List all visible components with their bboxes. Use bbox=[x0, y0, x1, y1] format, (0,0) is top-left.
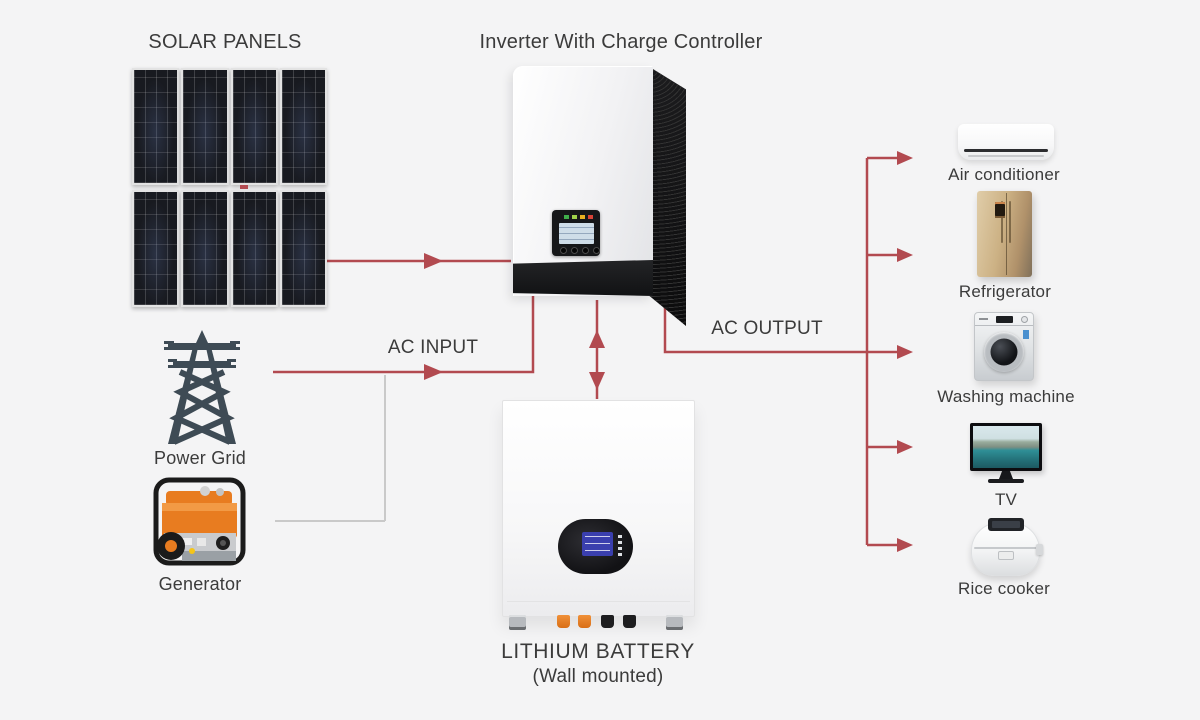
washer-display bbox=[996, 316, 1013, 323]
inverter-unit bbox=[505, 60, 691, 330]
washer-door bbox=[984, 332, 1024, 372]
fridge-handle bbox=[1001, 201, 1004, 243]
solar-panel-row bbox=[132, 68, 327, 185]
solar-panel bbox=[181, 190, 229, 307]
battery-subtitle-label: (Wall mounted) bbox=[532, 666, 664, 687]
ac-input-line bbox=[273, 292, 535, 374]
tv-stand-neck bbox=[999, 471, 1013, 479]
tv-picture bbox=[973, 426, 1039, 468]
inverter-label: Inverter With Charge Controller bbox=[479, 31, 763, 53]
battery-mount-bracket bbox=[509, 615, 526, 630]
ac-vent-flap bbox=[968, 155, 1044, 157]
ac-input-label: AC INPUT bbox=[387, 337, 479, 358]
washing-machine-label: Washing machine bbox=[937, 387, 1075, 406]
inverter-lcd-screen bbox=[559, 223, 594, 244]
cooker-handle bbox=[1036, 544, 1043, 555]
tv-stand-base bbox=[988, 479, 1024, 483]
ac-vent-slit bbox=[964, 149, 1048, 152]
air-conditioner-label: Air conditioner bbox=[948, 165, 1060, 184]
ac-output-label: AC OUTPUT bbox=[711, 318, 823, 339]
cooker-lid-display bbox=[987, 518, 1024, 531]
solar-panel bbox=[279, 68, 327, 185]
washer-energy-sticker bbox=[1023, 330, 1029, 339]
battery-mount-bracket bbox=[666, 615, 683, 630]
battery-status-leds bbox=[618, 535, 622, 556]
power-grid-icon bbox=[164, 330, 240, 445]
solar-panel bbox=[230, 190, 278, 307]
inverter-front-panel bbox=[513, 66, 653, 296]
rice-cooker-icon bbox=[971, 518, 1043, 576]
cooker-seam bbox=[973, 547, 1038, 549]
washer-logo bbox=[979, 318, 988, 320]
inverter-bottom-band bbox=[513, 260, 653, 296]
washer-knob bbox=[1021, 316, 1028, 323]
battery-terminal-negative bbox=[601, 615, 614, 628]
battery-enclosure bbox=[502, 400, 695, 617]
inverter-side-vent bbox=[648, 66, 686, 326]
panel-gap-mark bbox=[240, 185, 248, 189]
battery-lcd-screen bbox=[582, 532, 613, 556]
solar-panel bbox=[279, 190, 327, 307]
battery-terminal-positive bbox=[557, 615, 570, 628]
solar-panel bbox=[230, 68, 278, 185]
battery-terminal-negative bbox=[623, 615, 636, 628]
air-conditioner-icon bbox=[958, 124, 1054, 160]
battery-control-panel bbox=[558, 519, 633, 574]
fridge-handle bbox=[1008, 201, 1011, 243]
solar-panel bbox=[132, 68, 180, 185]
power-grid-label: Power Grid bbox=[153, 448, 247, 468]
cooker-latch bbox=[997, 551, 1014, 560]
ac-output-line bbox=[663, 302, 899, 354]
tv-screen bbox=[970, 423, 1042, 471]
tv-label: TV bbox=[994, 490, 1018, 509]
refrigerator-label: Refrigerator bbox=[958, 282, 1052, 301]
battery-terminal-positive bbox=[578, 615, 591, 628]
lithium-battery-unit bbox=[502, 400, 697, 635]
inverter-buttons bbox=[560, 247, 600, 254]
solar-panel bbox=[132, 190, 180, 307]
inverter-display-panel bbox=[552, 210, 600, 256]
refrigerator-icon bbox=[977, 191, 1032, 277]
generator-icon bbox=[153, 477, 246, 566]
rice-cooker-label: Rice cooker bbox=[958, 579, 1050, 598]
fridge-door-split bbox=[1005, 193, 1007, 275]
tv-icon bbox=[970, 423, 1042, 486]
washer-control-panel bbox=[975, 313, 1033, 326]
generator-branch-line bbox=[275, 375, 386, 522]
inverter-status-leds bbox=[564, 215, 593, 219]
cooker-body bbox=[971, 522, 1040, 576]
fridge-display bbox=[995, 202, 1006, 219]
generator-label: Generator bbox=[158, 574, 242, 594]
solar-panel-array bbox=[132, 68, 327, 307]
solar-panel-row bbox=[132, 190, 327, 307]
solar-panels-label: SOLAR PANELS bbox=[148, 31, 302, 53]
solar-panel bbox=[181, 68, 229, 185]
arrowheads bbox=[424, 151, 913, 552]
battery-title-label: LITHIUM BATTERY bbox=[501, 640, 695, 663]
washing-machine-icon bbox=[974, 312, 1034, 381]
